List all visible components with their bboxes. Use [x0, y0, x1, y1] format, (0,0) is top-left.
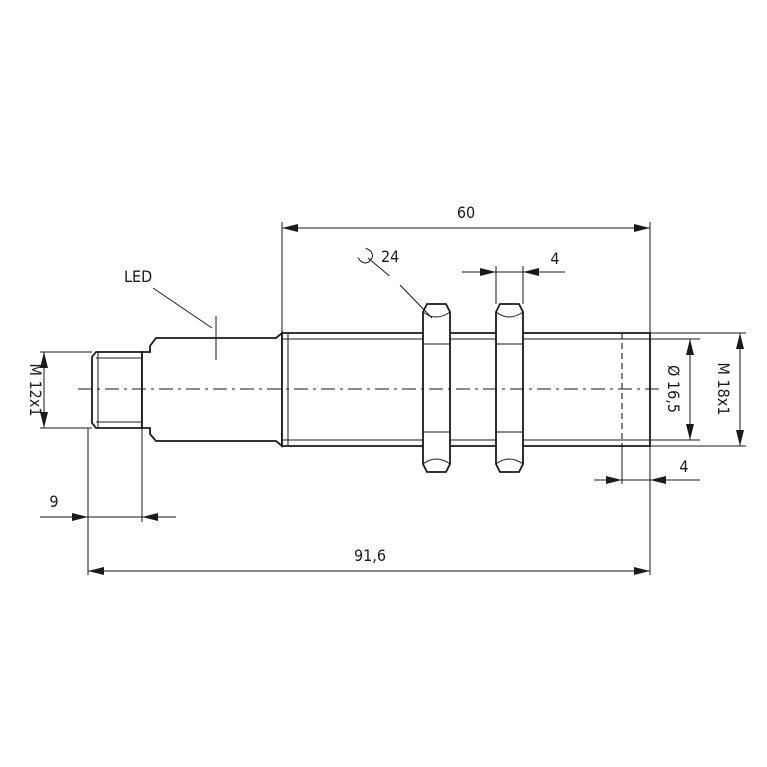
connector-plug [91, 351, 143, 429]
dimension-91-6: 91,6 [88, 546, 650, 575]
dimension-diameter: Ø 16,5 [664, 339, 694, 440]
dim-9-label: 9 [49, 492, 58, 511]
dimension-m12: M 12x1 [26, 352, 48, 428]
dim-91-6-label: 91,6 [354, 546, 386, 565]
dimension-9: 9 [40, 492, 176, 521]
dim-60-label: 60 [457, 203, 475, 222]
extension-lines [40, 222, 746, 575]
dim-thread-end-label: 4 [679, 457, 688, 476]
hex-nut-2 [495, 303, 524, 473]
dimension-60: 60 [282, 203, 650, 232]
wrench-icon [357, 247, 390, 277]
wrench-size-callout: 24 [357, 247, 433, 319]
dim-m12-label: M 12x1 [26, 364, 45, 417]
sensor-body [78, 303, 660, 473]
wrench-size-label: 24 [381, 247, 399, 266]
dimension-m18: M 18x1 [714, 333, 744, 446]
dim-diameter-label: Ø 16,5 [664, 365, 683, 413]
dim-m18-label: M 18x1 [714, 363, 733, 416]
dimension-thread-end: 4 [594, 457, 700, 484]
led-label: LED [124, 267, 152, 286]
hex-nut-1 [422, 303, 451, 473]
dimension-nut-width: 4 [462, 249, 565, 276]
led-callout: LED [124, 267, 217, 360]
dim-nut-width-label: 4 [550, 249, 559, 268]
